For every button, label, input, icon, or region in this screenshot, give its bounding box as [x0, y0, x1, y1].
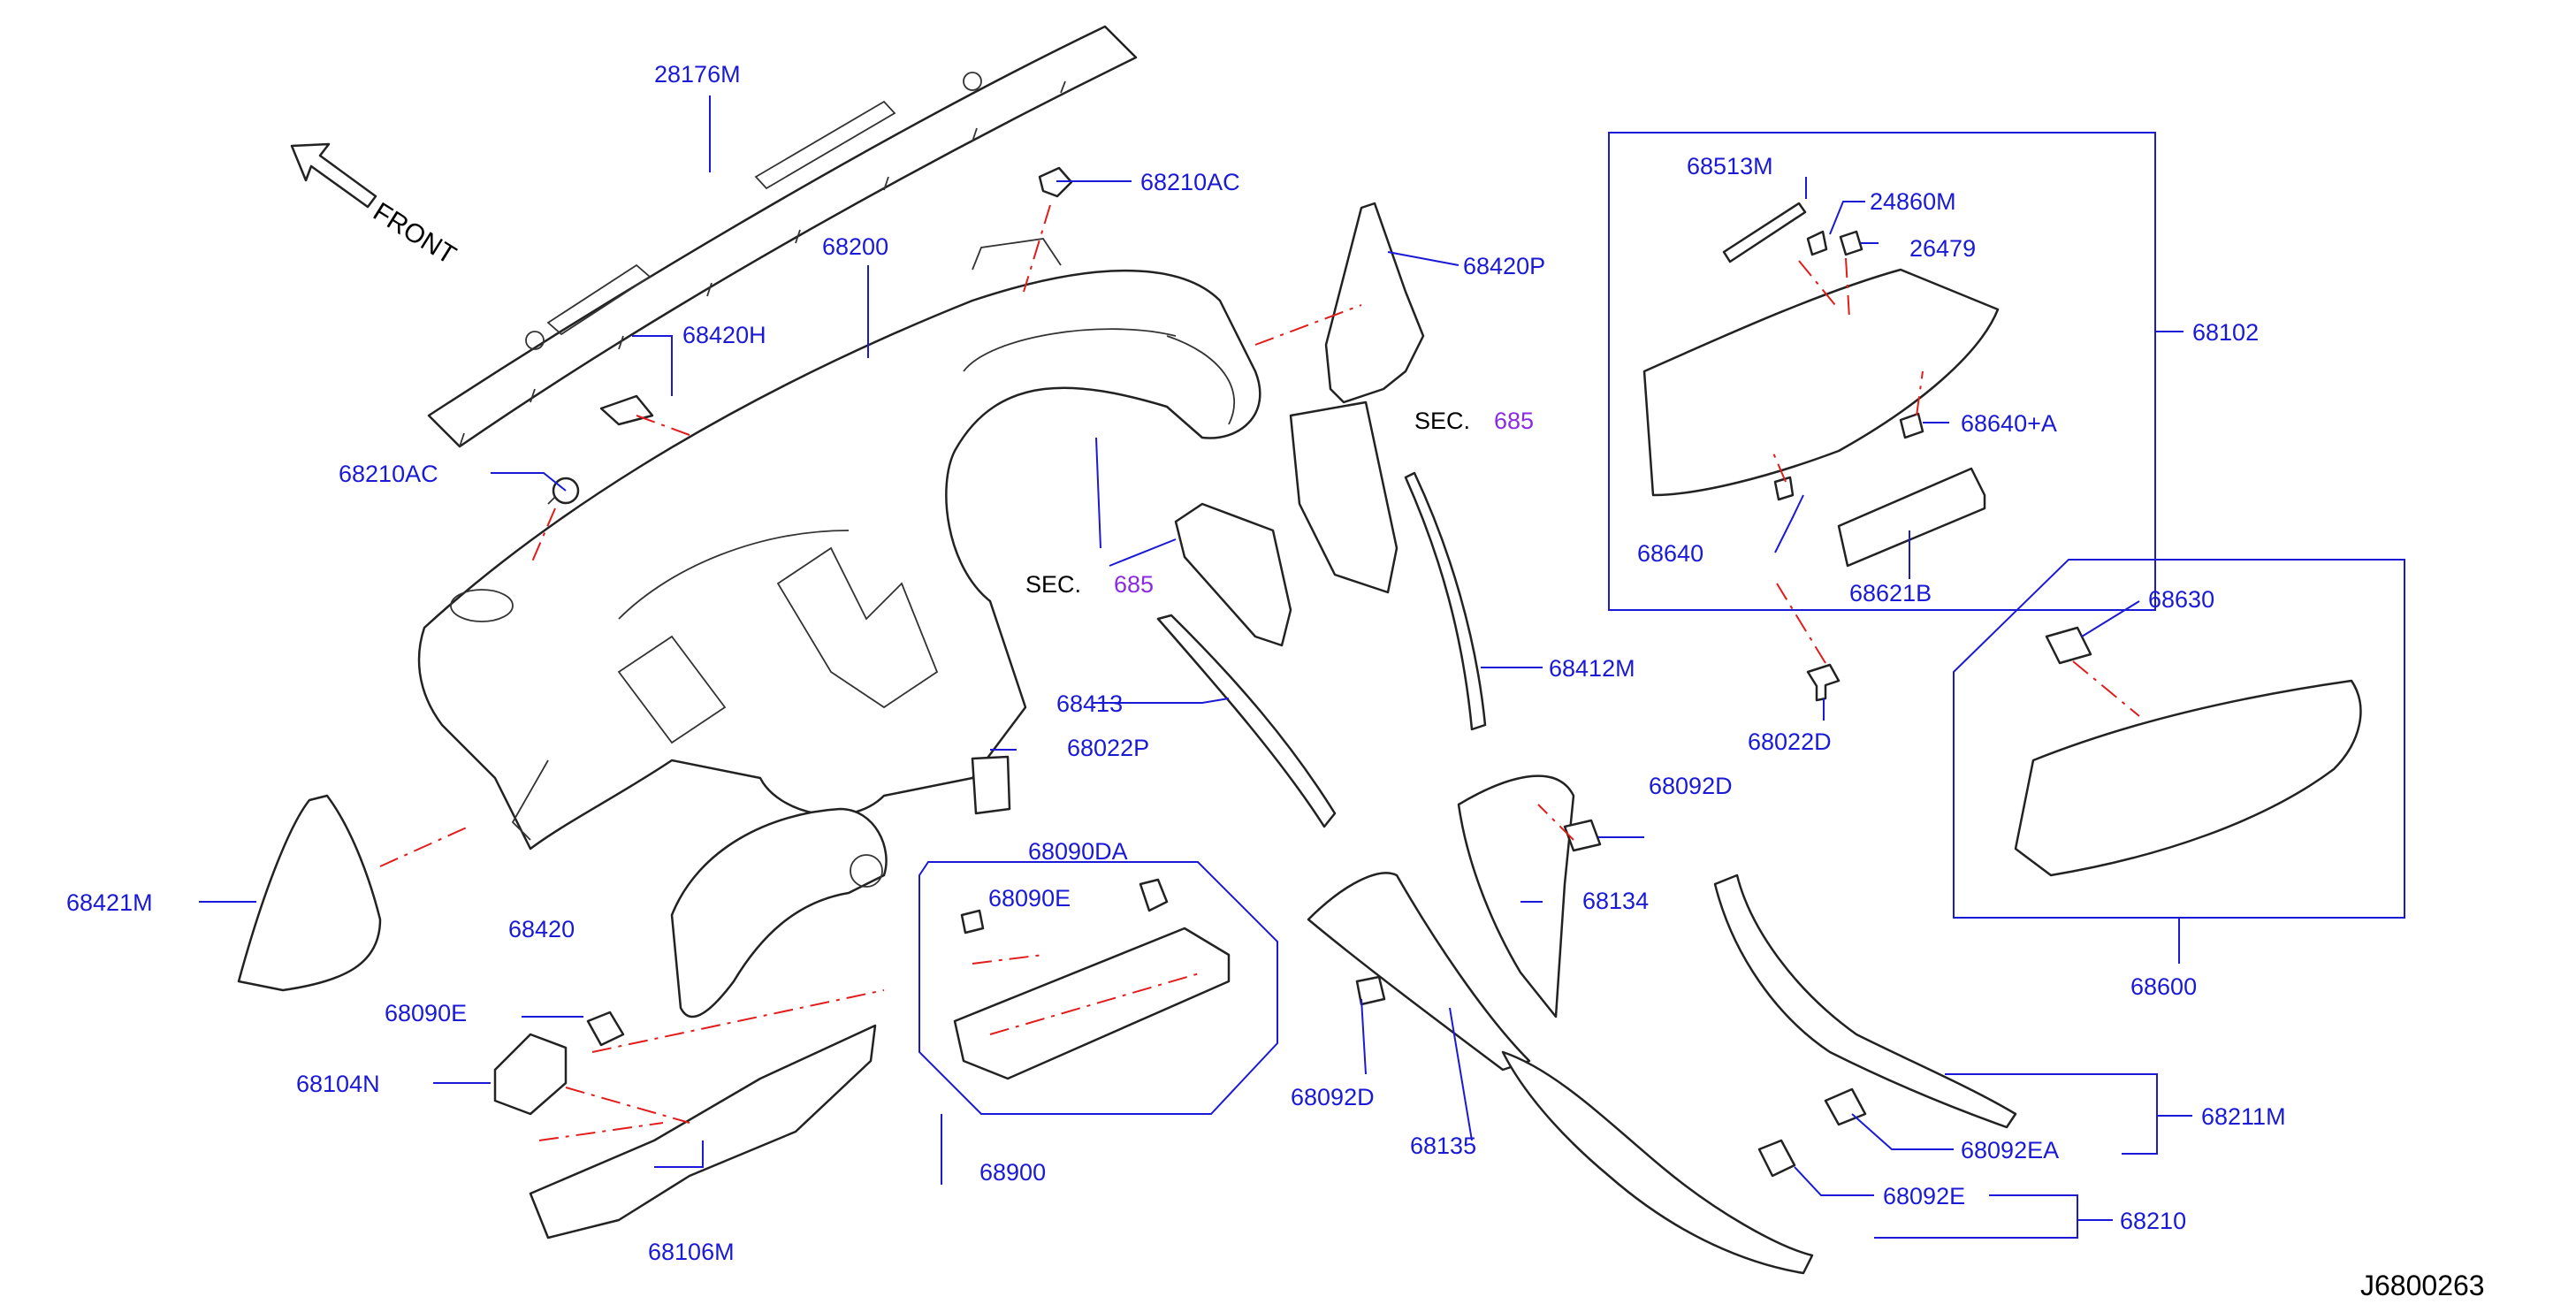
part-label-68102[interactable]: 68102 [2192, 319, 2259, 346]
clip-68090e-left-drawing [586, 1011, 625, 1047]
part-label-68640-a[interactable]: 68640+A [1961, 410, 2057, 437]
cluster-lid-68420-drawing [670, 807, 888, 1018]
part-label-68210ac[interactable]: 68210AC [339, 461, 438, 487]
switch-bracket-68104n-drawing [493, 1033, 568, 1116]
assembly-box-68102 [1608, 132, 2156, 611]
front-label: FRONT [368, 197, 461, 271]
part-label-68090e[interactable]: 68090E [988, 885, 1071, 912]
screw-68090e-drawing [960, 909, 985, 934]
stopper-68022d-drawing [1806, 663, 1841, 702]
part-label-68420[interactable]: 68420 [508, 916, 575, 942]
vent-duct-left-drawing [1174, 502, 1292, 647]
part-label-68134[interactable]: 68134 [1582, 888, 1649, 914]
part-label-68092d[interactable]: 68092D [1291, 1084, 1375, 1110]
section-ref-prefix: SEC. [1025, 571, 1081, 598]
lower-panel-68106m-drawing [529, 1024, 877, 1240]
glove-box-lid-68600-drawing [2014, 679, 2362, 877]
lower-cover-68900-drawing [953, 927, 1231, 1080]
part-label-68421m[interactable]: 68421M [66, 889, 153, 916]
side-finisher-68420p-drawing [1324, 202, 1425, 404]
side-bracket-68134-drawing [1457, 774, 1575, 1018]
assembly-box-68600 [1953, 559, 2405, 919]
front-arrow-icon: FRONT [290, 142, 461, 271]
instrument-panel-drawing [417, 238, 1261, 851]
bulb-socket-26479-drawing [1839, 230, 1863, 256]
part-label-68200[interactable]: 68200 [822, 233, 888, 260]
cluster-finisher-68421m-drawing [237, 794, 382, 992]
lower-finisher-68211m-drawing [1713, 873, 2017, 1129]
part-label-68210[interactable]: 68210 [2120, 1208, 2186, 1234]
assembly-lines [379, 204, 2140, 1141]
section-ref-prefix: SEC. [1414, 408, 1470, 434]
clip-68090da-drawing [1139, 878, 1169, 912]
part-label-68513m[interactable]: 68513M [1687, 153, 1773, 179]
part-label-28176m[interactable]: 28176M [654, 61, 741, 88]
damper-rod-68513m-drawing [1722, 202, 1807, 263]
part-label-68412m[interactable]: 68412M [1549, 655, 1635, 682]
part-label-68211m[interactable]: 68211M [2201, 1103, 2286, 1130]
clip-68210ac-top-drawing [1038, 166, 1073, 198]
part-label-68600[interactable]: 68600 [2130, 973, 2197, 1000]
bracket-68420h-drawing [599, 394, 654, 426]
part-label-68413[interactable]: 68413 [1056, 690, 1123, 717]
part-label-68092d[interactable]: 68092D [1649, 773, 1733, 799]
lock-68630-drawing [2045, 626, 2092, 665]
section-ref-lower: SEC. 685 [1025, 571, 1154, 598]
part-label-68106m[interactable]: 68106M [648, 1239, 735, 1265]
part-label-68630[interactable]: 68630 [2148, 586, 2214, 613]
lamp-switch-24860m-drawing [1806, 230, 1828, 256]
part-label-68900[interactable]: 68900 [979, 1159, 1046, 1186]
diagram-code: J6800263 [2360, 1270, 2485, 1301]
glove-box-68102-drawing [1642, 268, 2000, 497]
connector-68022p-drawing [971, 755, 1011, 815]
part-label-24860m[interactable]: 24860M [1870, 188, 1956, 215]
clip-68210ac-left-drawing [547, 477, 580, 505]
section-ref-number[interactable]: 685 [1114, 571, 1154, 598]
part-label-68092ea[interactable]: 68092EA [1961, 1137, 2059, 1163]
part-label-68640[interactable]: 68640 [1637, 540, 1703, 567]
section-ref-number[interactable]: 685 [1494, 408, 1534, 434]
bolt-68092d-upper-drawing [1563, 819, 1602, 852]
part-label-68090da[interactable]: 68090DA [1028, 838, 1128, 865]
part-label-68621b[interactable]: 68621B [1849, 580, 1932, 606]
bolt-68092d-lower-drawing [1355, 975, 1386, 1006]
section-ref-upper: SEC. 685 [1414, 408, 1534, 434]
part-label-68022d[interactable]: 68022D [1748, 728, 1832, 755]
part-label-68135[interactable]: 68135 [1410, 1133, 1476, 1159]
part-label-68104n[interactable]: 68104N [296, 1071, 380, 1097]
part-label-68420p[interactable]: 68420P [1463, 253, 1545, 279]
part-label-68420h[interactable]: 68420H [682, 322, 766, 348]
glove-box-lid-68621b-drawing [1837, 467, 1986, 568]
part-label-26479[interactable]: 26479 [1909, 235, 1976, 262]
vent-duct-right-drawing [1289, 400, 1399, 594]
lower-finisher-68210-drawing [1501, 1050, 1814, 1275]
striker-68640-drawing [1773, 476, 1795, 501]
assembly-box-68900 [918, 861, 1278, 1115]
leader-lines [199, 95, 2192, 1239]
striker-68640a-drawing [1899, 412, 1924, 439]
defroster-grille-drawing [427, 25, 1138, 448]
part-label-68210ac[interactable]: 68210AC [1140, 169, 1240, 195]
strip-68412m-drawing [1404, 471, 1487, 731]
part-labels: 28176M 68210AC 68200 68420P 68420H 68210… [66, 61, 2286, 1265]
side-panel-68135-drawing [1307, 872, 1531, 1072]
strip-68413-drawing [1156, 614, 1337, 828]
part-label-68092e[interactable]: 68092E [1883, 1183, 1965, 1209]
part-label-68022p[interactable]: 68022P [1067, 735, 1149, 761]
part-label-68090e[interactable]: 68090E [385, 1000, 467, 1026]
clip-68092e-drawing [1757, 1139, 1796, 1178]
